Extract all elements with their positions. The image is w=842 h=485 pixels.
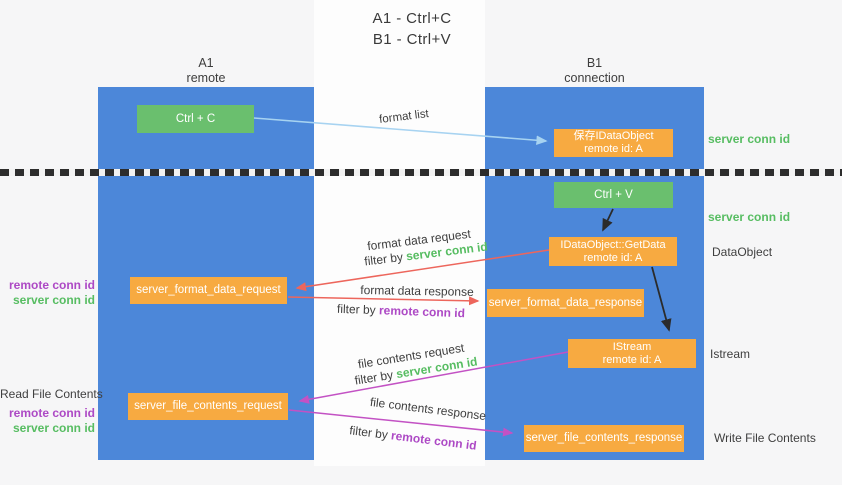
lifeline-b1-role: connection	[564, 71, 625, 85]
server-format-data-response-label: server_format_data_response	[488, 296, 643, 309]
remote-conn-id-key: remote conn id	[378, 303, 466, 321]
write-file-contents-annotation: Write File Contents	[714, 431, 816, 445]
server-file-contents-request-node: server_file_contents_request	[128, 393, 288, 420]
idataobject-getdata-node: IDataObject::GetData remote id: A	[549, 237, 677, 266]
server-file-contents-request-label: server_file_contents_request	[134, 400, 282, 412]
server-conn-id-annotation-mid: server conn id	[708, 210, 791, 224]
format-server-conn-id: server conn id	[12, 293, 95, 307]
diagram-title: A1 - Ctrl+C B1 - Ctrl+V	[312, 8, 512, 50]
lifeline-a1-role: remote	[186, 71, 226, 85]
server-file-contents-response-label: server_file_contents_response	[525, 432, 683, 444]
server-format-data-request-node: server_format_data_request	[130, 277, 287, 304]
server-conn-id-annotation-top: server conn id	[708, 132, 791, 146]
istream-annotation: Istream	[710, 347, 751, 361]
file-conn-id-annotations: remote conn id server conn id	[0, 406, 95, 436]
save-idataobject-line1: 保存IDataObject	[573, 130, 654, 142]
title-line-1: A1 - Ctrl+C	[372, 10, 452, 27]
format-conn-id-annotations: remote conn id server conn id	[0, 278, 95, 308]
lifeline-header-b1: B1 connection	[485, 56, 704, 86]
title-line-2: B1 - Ctrl+V	[372, 31, 452, 48]
filter-by-text: filter by	[336, 301, 380, 318]
file-remote-conn-id: remote conn id	[8, 406, 95, 420]
lifeline-a1-name: A1	[198, 56, 214, 70]
save-idataobject-node: 保存IDataObject remote id: A	[554, 129, 673, 157]
istream-node: IStream remote id: A	[568, 339, 696, 368]
getdata-line2: remote id: A	[583, 251, 643, 264]
file-server-conn-id: server conn id	[12, 421, 95, 435]
lifeline-header-a1: A1 remote	[98, 56, 314, 86]
dataobject-annotation: DataObject	[712, 245, 773, 259]
dotted-separator-line	[0, 169, 842, 176]
ctrl-c-node: Ctrl + C	[137, 105, 254, 133]
save-idataobject-line2: remote id: A	[584, 143, 643, 155]
read-file-contents-annotation: Read File Contents	[0, 387, 103, 401]
istream-line1: IStream	[612, 340, 652, 353]
server-format-data-response-node: server_format_data_response	[487, 289, 644, 317]
istream-line2: remote id: A	[602, 353, 662, 366]
getdata-line1: IDataObject::GetData	[560, 238, 666, 251]
ctrl-v-label: Ctrl + V	[594, 188, 633, 201]
ctrl-c-label: Ctrl + C	[175, 112, 216, 125]
lifeline-b1-name: B1	[586, 56, 603, 70]
server-file-contents-response-node: server_file_contents_response	[524, 425, 684, 452]
server-format-data-request-label: server_format_data_request	[136, 284, 281, 296]
format-remote-conn-id: remote conn id	[8, 278, 95, 292]
ctrl-v-node: Ctrl + V	[554, 182, 673, 208]
